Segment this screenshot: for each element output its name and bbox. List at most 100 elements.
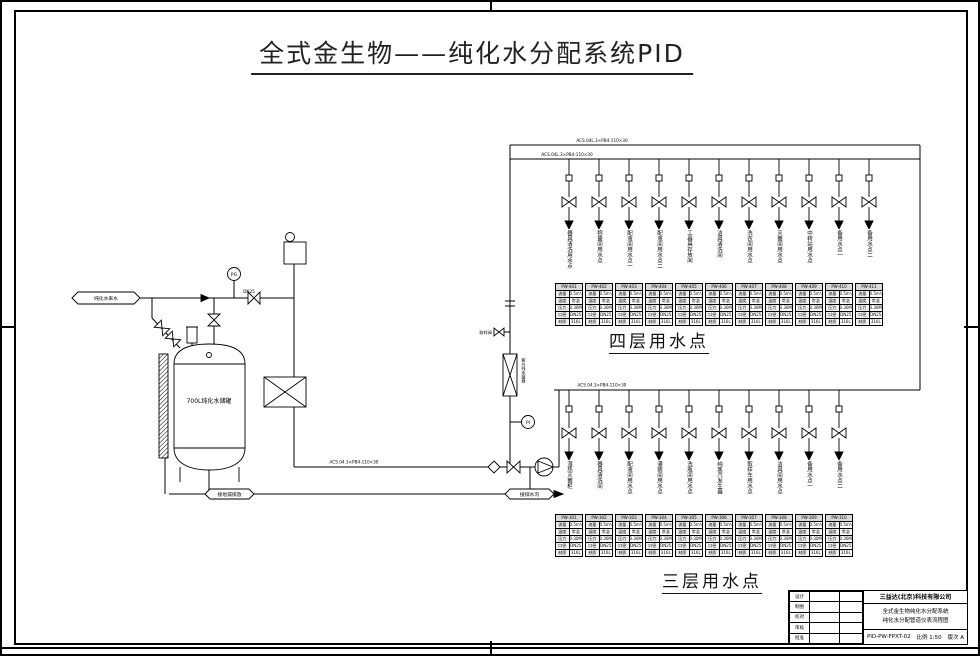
use-point: 备用水点二 PW-411 流量0.5m³/h温度常温压力0.30MPa口径DN2…: [854, 159, 884, 326]
use-point: 湿热灭菌柜 PW-301 流量0.5m³/h温度常温压力0.30MPa口径DN2…: [554, 390, 584, 557]
spec-cell: 流量: [705, 290, 720, 298]
valve-icon: [771, 427, 787, 439]
equipment-symbols: [71, 232, 565, 500]
spec-cell: 0.30MPa: [658, 535, 673, 543]
use-point-name: 取样车用水点: [746, 461, 753, 494]
use-point-spec-table: PW-406 流量0.5m³/h温度常温压力0.30MPa口径DN25材质316…: [705, 283, 733, 326]
actuator-box-icon: [775, 405, 783, 413]
flow-arrow: [744, 451, 754, 460]
sign-cell: [809, 632, 840, 645]
valve-icon: [164, 330, 182, 348]
valve-icon: [831, 427, 847, 439]
valve-icon: [621, 196, 637, 208]
drop-pipe-and-valve: [861, 159, 877, 229]
flow-arrow: [553, 489, 565, 499]
spec-cell: DN25: [748, 542, 763, 550]
spec-cell: 0.30MPa: [838, 304, 853, 312]
flow-arrow: [744, 220, 754, 229]
actuator-box-icon: [805, 405, 813, 413]
spec-cell: 流量: [675, 521, 690, 529]
spec-cell: 压力: [855, 304, 870, 312]
spec-cell: 0.5m³/h: [568, 521, 583, 529]
spec-cell: 流量: [645, 290, 660, 298]
spec-cell: 316L: [688, 549, 703, 557]
drop-pipe-and-valve: [651, 159, 667, 229]
spec-cell: 流量: [585, 521, 600, 529]
spec-cell: 压力: [705, 304, 720, 312]
page-title: 全式金生物——纯化水分配系统PID: [251, 34, 693, 75]
use-point: 洗瓶间用水点 PW-305 流量0.5m³/h温度常温压力0.30MPa口径DN…: [674, 390, 704, 557]
spec-cell: 0.5m³/h: [778, 521, 793, 529]
spec-cell: 常温: [628, 528, 643, 536]
use-point: 备用水点一 PW-309 流量0.5m³/h温度常温压力0.30MPa口径DN2…: [794, 390, 824, 557]
spec-cell: 口径: [735, 311, 750, 319]
valve-icon: [711, 196, 727, 208]
spec-cell: 0.30MPa: [808, 304, 823, 312]
valve-icon: [651, 427, 667, 439]
spec-cell: 0.5m³/h: [808, 521, 823, 529]
actuator-box-icon: [805, 174, 813, 182]
spec-cell: 316L: [748, 549, 763, 557]
spec-cell: 0.5m³/h: [628, 290, 643, 298]
valve-icon: [801, 196, 817, 208]
use-point-code: PW-410: [825, 283, 853, 291]
spec-cell: 0.30MPa: [598, 304, 613, 312]
spec-cell: 温度: [735, 297, 750, 305]
spec-cell: 口径: [645, 542, 660, 550]
actuator-box-icon: [565, 174, 573, 182]
use-point: 备用水点二 PW-310 流量0.5m³/h温度常温压力0.30MPa口径DN2…: [824, 390, 854, 557]
spec-cell: 压力: [615, 304, 630, 312]
spec-cell: 口径: [765, 311, 780, 319]
spec-cell: 温度: [645, 297, 660, 305]
spec-cell: 口径: [585, 311, 600, 319]
spec-cell: 流量: [615, 290, 630, 298]
inlet-tag: [71, 291, 141, 305]
spec-cell: 口径: [855, 311, 870, 319]
use-point-name: 备用水点二: [866, 230, 873, 258]
actuator-box-icon: [595, 405, 603, 413]
version-label: 版次: [947, 635, 959, 641]
pump-impeller: [537, 460, 555, 474]
spec-cell: 流量: [795, 290, 810, 298]
flow-arrow: [804, 220, 814, 229]
spec-cell: 材质: [855, 318, 870, 326]
spec-cell: 压力: [555, 535, 570, 543]
actuator-box-icon: [745, 174, 753, 182]
use-point-spec-table: PW-403 流量0.5m³/h温度常温压力0.30MPa口径DN25材质316…: [615, 283, 643, 326]
spec-cell: 压力: [645, 304, 660, 312]
spec-cell: 材质: [795, 549, 810, 557]
pg-label: PG: [231, 272, 238, 278]
centering-mark: [490, 2, 492, 10]
spec-cell: 材质: [795, 318, 810, 326]
spec-cell: 材质: [675, 549, 690, 557]
use-point-spec-table: PW-411 流量0.5m³/h温度常温压力0.30MPa口径DN25材质316…: [855, 283, 883, 326]
drop-pipe-and-valve: [831, 159, 847, 229]
flow-arrow: [684, 451, 694, 460]
actuator-box-icon: [865, 174, 873, 182]
drop-pipe-and-valve: [801, 159, 817, 229]
heat-exchanger-cross: [263, 376, 307, 408]
spec-cell: 0.30MPa: [628, 304, 643, 312]
use-point: 洗衣间用水点 PW-407 流量0.5m³/h温度常温压力0.30MPa口径DN…: [734, 159, 764, 326]
actuator-box-icon: [565, 405, 573, 413]
use-point-code: PW-310: [825, 514, 853, 522]
pipe-code-bottom: ACS.04.3×PB4-110×30: [578, 383, 627, 388]
spec-cell: 材质: [585, 318, 600, 326]
use-point: 洁具清洗间 PW-406 流量0.5m³/h温度常温压力0.30MPa口径DN2…: [704, 159, 734, 326]
spec-cell: 流量: [855, 290, 870, 298]
project-name: 全式金生物纯化水分配系统: [882, 609, 949, 616]
use-point-code: PW-305: [675, 514, 703, 522]
use-point-spec-table: PW-410 流量0.5m³/h温度常温压力0.30MPa口径DN25材质316…: [825, 283, 853, 326]
spec-cell: DN25: [808, 542, 823, 550]
spec-cell: 口径: [555, 542, 570, 550]
sign-cell: 制图: [789, 601, 810, 613]
actuator-box-icon: [685, 174, 693, 182]
spec-cell: 材质: [555, 318, 570, 326]
spec-cell: 0.30MPa: [778, 535, 793, 543]
use-point: 中转站用水点 PW-409 流量0.5m³/h温度常温压力0.30MPa口径DN…: [794, 159, 824, 326]
drop-pipe-and-valve: [711, 390, 727, 460]
flow-arrow: [834, 220, 844, 229]
spec-cell: 0.30MPa: [658, 304, 673, 312]
flow-arrow: [624, 451, 634, 460]
use-point-name: 称量间用水点: [596, 230, 603, 263]
